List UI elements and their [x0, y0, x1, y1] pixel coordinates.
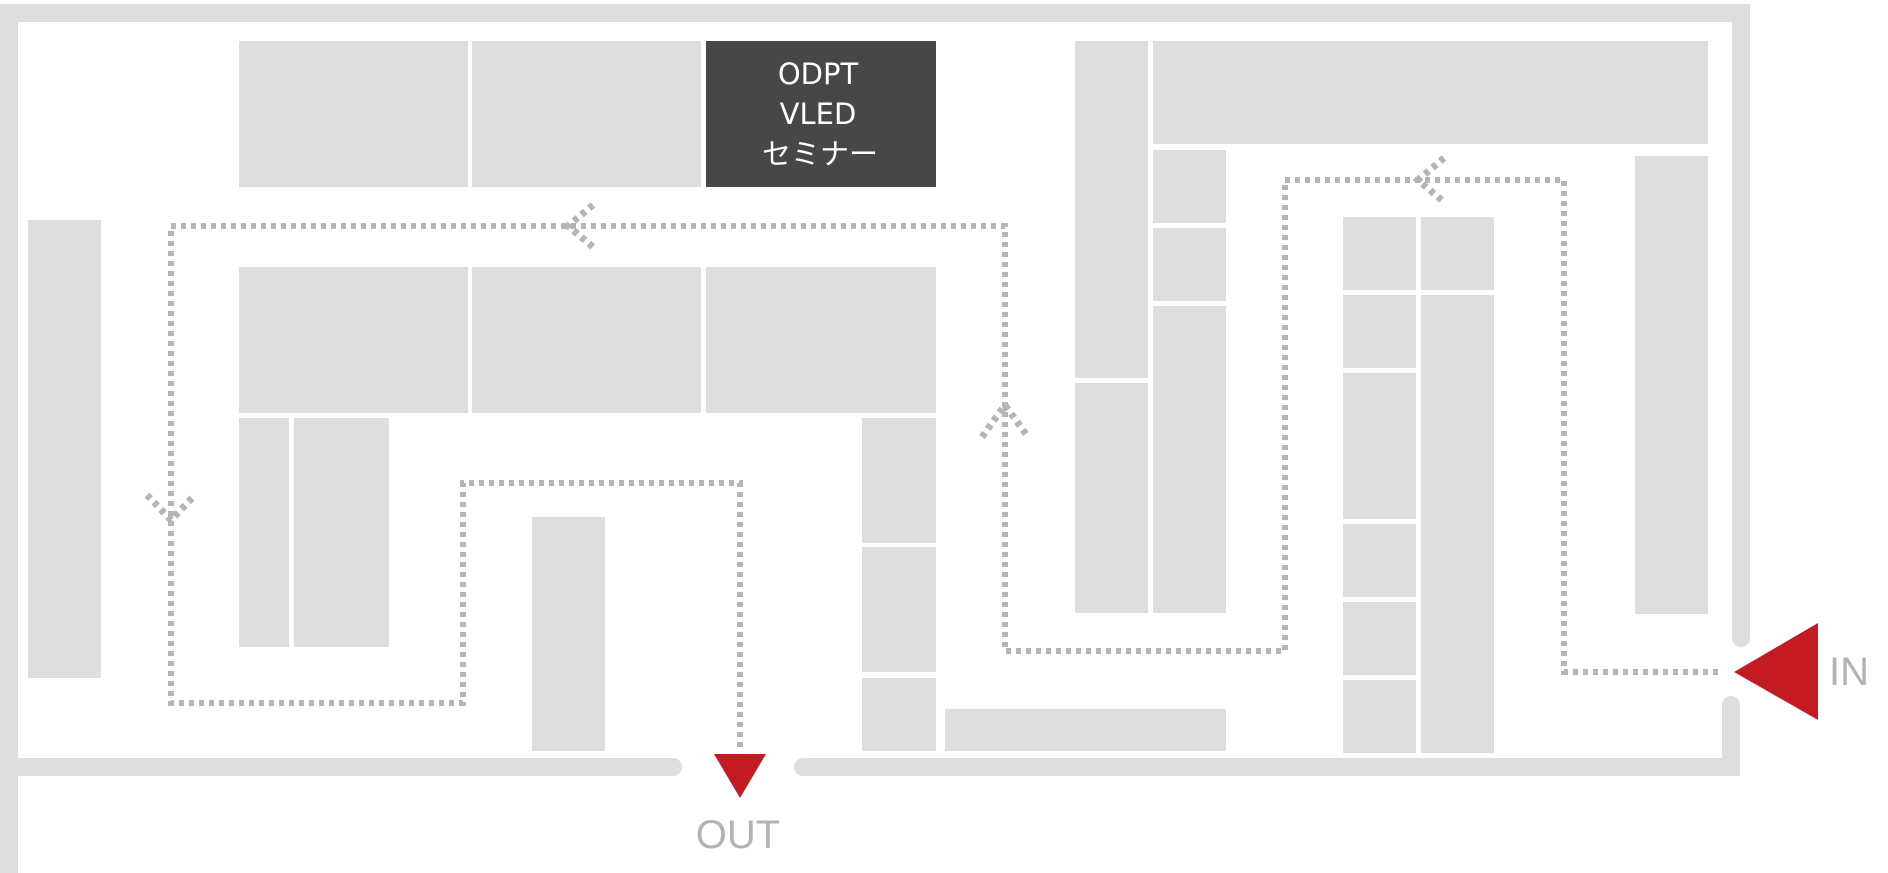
entrance-label: IN: [1829, 650, 1869, 694]
visitor-route: [144, 155, 1718, 752]
booth: [1153, 41, 1708, 144]
booth: [1075, 383, 1148, 613]
booths: [28, 41, 1708, 753]
booth: [472, 41, 701, 187]
booth: [862, 678, 936, 751]
booth: [1153, 306, 1226, 613]
entrance: IN: [1734, 623, 1869, 720]
booth: [239, 267, 468, 413]
route-arrow-icon: [979, 399, 1031, 440]
booth: [294, 418, 389, 647]
booth: [532, 517, 605, 751]
booth: [706, 267, 936, 413]
booth: [472, 267, 701, 413]
entrance-arrow-icon: [1734, 623, 1818, 720]
booth: [239, 41, 468, 187]
bottom-right-wall: [794, 696, 1740, 776]
booth-left-wall: [28, 220, 101, 678]
booth: [862, 547, 936, 672]
exit-arrow-icon: [714, 754, 766, 798]
booth: [1343, 373, 1416, 519]
booth: [239, 418, 289, 647]
booth: [1343, 217, 1416, 290]
booth: [1343, 295, 1416, 368]
booth: [1635, 156, 1708, 614]
booth: [945, 709, 1226, 751]
outer-wall: [0, 4, 1750, 873]
seminar-label-line-1: ODPT: [778, 57, 859, 91]
exit: OUT: [696, 754, 780, 857]
route-arrow-icon: [144, 492, 198, 526]
booth: [1343, 680, 1416, 753]
walls: [0, 4, 1750, 873]
seminar-booth[interactable]: ODPT VLED セミナー: [706, 41, 936, 187]
booth: [1153, 228, 1226, 301]
seminar-booth-block: [706, 41, 936, 187]
seminar-label-line-3: セミナー: [762, 137, 878, 171]
route-arrow-icon: [1412, 155, 1447, 205]
booth: [1075, 41, 1148, 378]
exit-label: OUT: [696, 813, 780, 857]
booth: [862, 418, 936, 543]
booth: [1343, 524, 1416, 597]
seminar-label-line-2: VLED: [780, 97, 857, 131]
booth: [1421, 295, 1494, 753]
booth: [1343, 602, 1416, 675]
route-arrow-icon: [562, 202, 596, 250]
booth: [1421, 217, 1494, 290]
route-path: [168, 177, 1718, 752]
booth: [1153, 150, 1226, 223]
